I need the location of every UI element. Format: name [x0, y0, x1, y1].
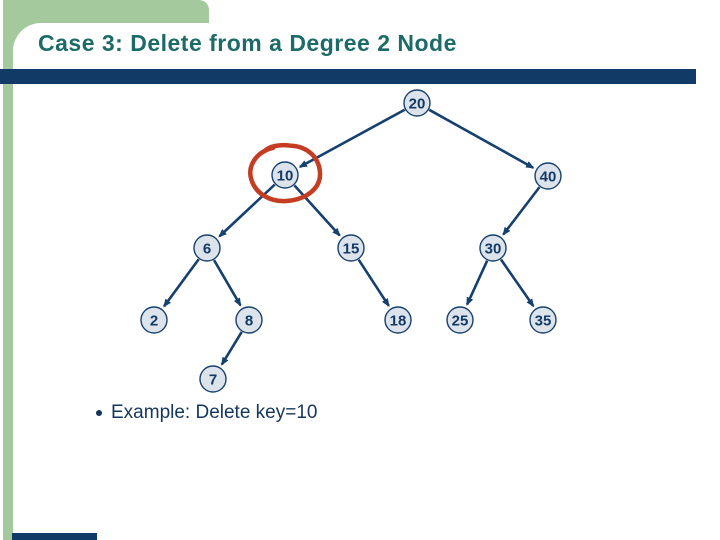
tree-node-label: 15 [343, 240, 360, 257]
red-circle-annotation [248, 142, 323, 204]
tree-edge-20-40 [428, 108, 535, 169]
bullet-icon: • [96, 410, 102, 416]
tree-node-label: 20 [409, 95, 426, 112]
tree-node-35: 35 [529, 306, 557, 334]
tree-edge-30-35 [499, 258, 535, 308]
tree-edge-40-30 [502, 186, 541, 236]
tree-node-20: 20 [403, 89, 431, 117]
title-underline-bar [0, 69, 696, 84]
tree-edge-10-15 [293, 184, 341, 237]
tree-node-label: 30 [485, 240, 502, 257]
tree-node-label: 25 [452, 312, 469, 329]
slide-content-card [13, 23, 720, 540]
tree-node-7: 7 [199, 365, 227, 393]
tree-edge-30-25 [465, 260, 489, 306]
tree-node-label: 35 [535, 312, 552, 329]
tree-edge-10-6 [218, 183, 276, 238]
tree-node-15: 15 [337, 234, 365, 262]
tree-node-18: 18 [384, 306, 412, 334]
tree-node-label: 6 [203, 240, 211, 257]
example-bullet-line: • Example: Delete key=10 [96, 402, 317, 424]
tree-node-label: 2 [150, 312, 158, 329]
tree-node-30: 30 [479, 234, 507, 262]
tree-edge-15-18 [357, 259, 390, 308]
tree-node-label: 7 [209, 371, 217, 388]
slide-title: Case 3: Delete from a Degree 2 Node [38, 30, 457, 56]
tree-nodes: 20 10 40 6 15 30 2 8 18 25 35 7 [140, 89, 562, 393]
tree-edge-20-10 [298, 108, 406, 169]
highlight-annotation [248, 142, 323, 204]
example-bullet-text: Example: Delete key=10 [111, 402, 318, 423]
tree-node-40: 40 [534, 162, 562, 190]
tree-edge-6-8 [212, 259, 242, 307]
tree-node-label: 40 [540, 168, 557, 185]
tree-node-8: 8 [235, 306, 263, 334]
tree-node-label: 10 [277, 167, 294, 184]
tree-node-label: 18 [390, 312, 407, 329]
tree-node-label: 8 [245, 312, 253, 329]
deco-green-left-strip [3, 0, 13, 540]
tree-node-6: 6 [193, 234, 221, 262]
tree-node-10: 10 [271, 161, 299, 189]
tree-node-25: 25 [446, 306, 474, 334]
tree-edge-6-2 [163, 258, 200, 308]
tree-node-2: 2 [140, 306, 168, 334]
tree-edges [163, 108, 541, 366]
deco-bottom-bar [12, 533, 97, 540]
tree-edge-8-7 [220, 331, 243, 366]
